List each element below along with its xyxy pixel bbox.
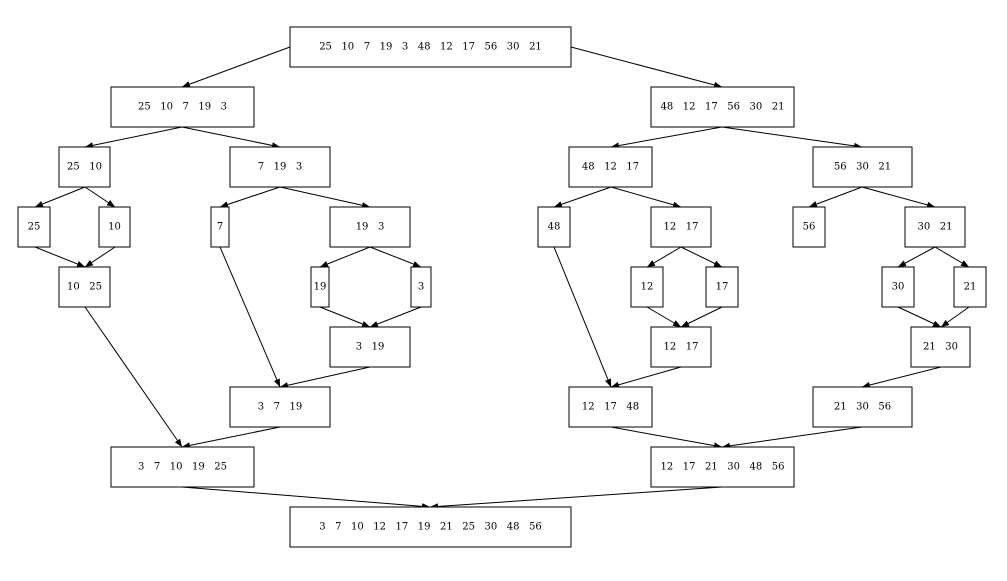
node-56: 56 xyxy=(792,206,826,248)
node-label: 12 xyxy=(641,282,654,293)
node-label: 25 xyxy=(28,222,41,233)
node-label: 3 xyxy=(418,282,424,293)
node-30: 30 xyxy=(881,266,915,308)
node-label: 30 21 xyxy=(918,222,953,233)
node-merge-right: 12 17 21 30 48 56 xyxy=(650,446,795,488)
node-label: 56 xyxy=(803,222,816,233)
node-12: 12 xyxy=(630,266,664,308)
node-7: 7 xyxy=(210,206,230,248)
node-label: 3 19 xyxy=(356,342,385,353)
node-rl: 48 12 17 xyxy=(568,146,653,188)
node-ll: 25 10 xyxy=(58,146,111,188)
node-label: 3 7 10 12 17 19 21 25 30 48 56 xyxy=(319,522,542,533)
node-final: 3 7 10 12 17 19 21 25 30 48 56 xyxy=(289,506,572,548)
node-root: 25 10 7 19 3 48 12 17 56 30 21 xyxy=(289,26,572,68)
node-left: 25 10 7 19 3 xyxy=(110,86,255,128)
node-label: 48 xyxy=(548,222,561,233)
node-label: 56 30 21 xyxy=(834,162,891,173)
node-label: 12 17 xyxy=(664,222,699,233)
node-label: 17 xyxy=(716,282,729,293)
node-3: 3 xyxy=(410,266,432,308)
node-merge-3-7-19: 3 7 19 xyxy=(229,386,331,428)
node-merge-left: 3 7 10 19 25 xyxy=(110,446,255,488)
node-merge-12-17: 12 17 xyxy=(650,326,712,368)
node-merge-3-19: 3 19 xyxy=(329,326,411,368)
node-label: 21 30 56 xyxy=(834,402,891,413)
node-label: 48 12 17 xyxy=(582,162,639,173)
node-label: 48 12 17 56 30 21 xyxy=(660,102,784,113)
node-label: 12 17 48 xyxy=(582,402,639,413)
node-label: 19 xyxy=(314,282,327,293)
node-label: 10 xyxy=(108,222,121,233)
node-17: 17 xyxy=(705,266,739,308)
node-label: 21 30 xyxy=(923,342,958,353)
node-48: 48 xyxy=(537,206,571,248)
node-label: 25 10 7 19 3 xyxy=(138,102,227,113)
node-12-17: 12 17 xyxy=(650,206,712,248)
node-label: 30 xyxy=(892,282,905,293)
node-merge-10-25: 10 25 xyxy=(58,266,111,308)
node-19-3: 19 3 xyxy=(329,206,411,248)
node-label: 19 3 xyxy=(356,222,385,233)
node-right: 48 12 17 56 30 21 xyxy=(650,86,795,128)
node-label: 7 19 3 xyxy=(258,162,303,173)
node-10: 10 xyxy=(98,206,131,248)
node-label: 25 10 xyxy=(67,162,102,173)
node-label: 10 25 xyxy=(67,282,102,293)
node-30-21: 30 21 xyxy=(904,206,966,248)
node-merge-21-30-56: 21 30 56 xyxy=(812,386,913,428)
node-19: 19 xyxy=(310,266,330,308)
node-label: 25 10 7 19 3 48 12 17 56 30 21 xyxy=(319,42,542,53)
node-label: 12 17 xyxy=(664,342,699,353)
node-label: 3 7 19 xyxy=(258,402,303,413)
node-21: 21 xyxy=(953,266,987,308)
node-25: 25 xyxy=(17,206,51,248)
node-merge-12-17-48: 12 17 48 xyxy=(568,386,653,428)
node-lr: 7 19 3 xyxy=(229,146,331,188)
node-label: 3 7 10 19 25 xyxy=(138,462,227,473)
node-label: 7 xyxy=(217,222,223,233)
node-rr: 56 30 21 xyxy=(812,146,913,188)
node-label: 21 xyxy=(964,282,977,293)
node-label: 12 17 21 30 48 56 xyxy=(660,462,784,473)
node-merge-21-30: 21 30 xyxy=(910,326,971,368)
edges xyxy=(34,46,970,510)
